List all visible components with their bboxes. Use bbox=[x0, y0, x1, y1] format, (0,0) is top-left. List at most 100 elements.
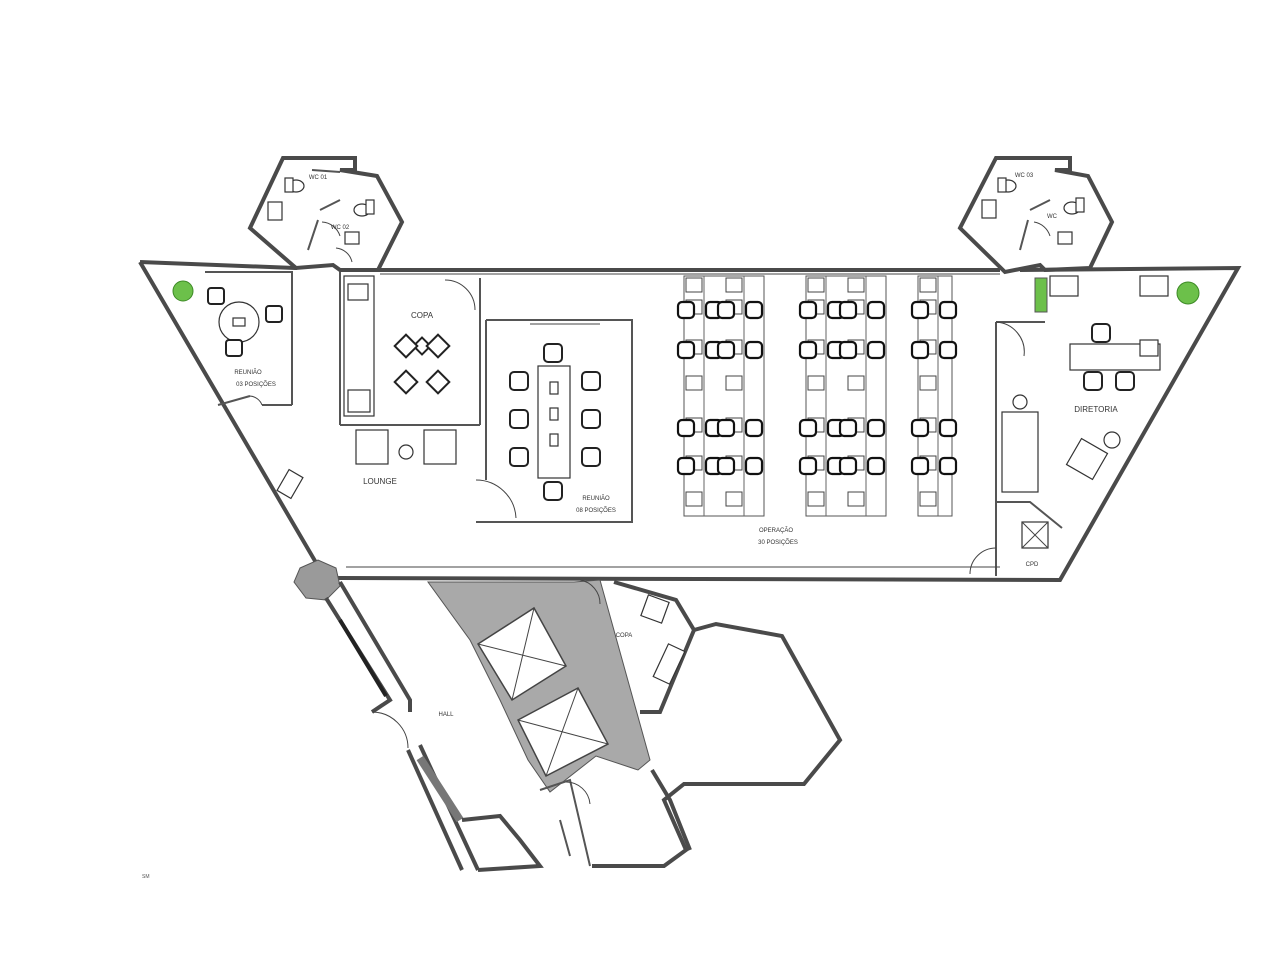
sink-icon bbox=[981, 199, 997, 219]
chair-icon bbox=[393, 369, 419, 395]
sink-icon bbox=[267, 201, 283, 221]
door-swing-icon bbox=[444, 279, 476, 311]
cpd-room: CPD bbox=[969, 501, 1063, 575]
laptop-icon bbox=[232, 317, 246, 327]
chair-icon bbox=[676, 340, 696, 360]
armchair-icon bbox=[355, 429, 389, 465]
desk-icon bbox=[725, 277, 743, 293]
cabinet-icon bbox=[1139, 275, 1169, 297]
chair-icon bbox=[744, 340, 764, 360]
door-swing-icon bbox=[969, 547, 997, 575]
chair-icon bbox=[938, 300, 958, 320]
table-outlet-icon bbox=[549, 433, 559, 447]
workstations-area bbox=[676, 275, 958, 517]
chair-icon bbox=[866, 340, 886, 360]
toilet-tank-icon bbox=[284, 177, 294, 193]
door-swing-icon bbox=[335, 247, 353, 263]
wc-block-right: WC 03 WC bbox=[957, 156, 1115, 275]
corner-mark: SM bbox=[142, 874, 150, 880]
room-sub-operacao: 30 POSIÇÕES bbox=[758, 539, 798, 546]
chair-icon bbox=[744, 456, 764, 476]
chair-icon bbox=[207, 287, 225, 305]
chair-icon bbox=[866, 456, 886, 476]
outer-walls bbox=[138, 260, 1242, 601]
elevator-shaft-1 bbox=[476, 606, 567, 702]
chair-icon bbox=[543, 481, 563, 501]
armchair-icon bbox=[423, 429, 457, 465]
sink-icon bbox=[347, 283, 369, 301]
door-swing-icon bbox=[475, 479, 517, 519]
cabinet-icon bbox=[1049, 275, 1079, 297]
room-label-wc01: WC 01 bbox=[309, 175, 328, 181]
side-table-icon bbox=[398, 444, 414, 460]
desk-icon bbox=[847, 277, 865, 293]
chair-icon bbox=[838, 340, 858, 360]
sink-icon bbox=[1057, 231, 1073, 245]
door-swing-icon bbox=[579, 579, 601, 605]
chair-icon bbox=[676, 456, 696, 476]
chair-icon bbox=[910, 300, 930, 320]
monitor-icon bbox=[1139, 339, 1159, 357]
cabinet-icon bbox=[276, 468, 304, 500]
chair-icon bbox=[225, 339, 243, 357]
door-swing-icon bbox=[371, 711, 409, 749]
room-label-copa-2: COPA bbox=[616, 633, 633, 639]
director-room: DIRETORIA bbox=[995, 275, 1200, 576]
building-core: HALL COPA bbox=[324, 579, 843, 872]
chair-icon bbox=[744, 300, 764, 320]
chair-icon bbox=[866, 418, 886, 438]
desk-icon bbox=[725, 375, 743, 391]
fridge-icon bbox=[347, 389, 371, 413]
wc-block-left: WC 01 WC 02 bbox=[247, 156, 405, 272]
chair-icon bbox=[1115, 371, 1135, 391]
desk-cluster bbox=[917, 275, 953, 517]
desk-icon bbox=[919, 375, 937, 391]
room-label-reuniao-1: REUNIÃO bbox=[234, 369, 262, 376]
elevator-shaft-2 bbox=[517, 686, 610, 778]
chair-icon bbox=[938, 340, 958, 360]
chair-icon bbox=[676, 300, 696, 320]
chair-icon bbox=[838, 456, 858, 476]
armchair-icon bbox=[1065, 437, 1109, 481]
chair-icon bbox=[716, 340, 736, 360]
room-label-wc04: WC bbox=[1047, 214, 1058, 220]
chair-icon bbox=[265, 305, 283, 323]
desk-icon bbox=[807, 375, 825, 391]
desk-icon bbox=[919, 491, 937, 507]
sofa-icon bbox=[1001, 411, 1039, 493]
chair-icon bbox=[509, 409, 529, 429]
chair-icon bbox=[425, 333, 451, 359]
table-icon bbox=[412, 336, 432, 356]
table-outlet-icon bbox=[549, 381, 559, 395]
wall-panel bbox=[338, 618, 388, 698]
chair-icon bbox=[910, 340, 930, 360]
chair-icon bbox=[798, 456, 818, 476]
room-label-wc02: WC 02 bbox=[331, 225, 350, 231]
door-swing-icon bbox=[565, 781, 591, 805]
structural-column bbox=[293, 559, 341, 601]
desk-icon bbox=[685, 277, 703, 293]
door-swing-icon bbox=[1033, 221, 1051, 237]
side-table-icon bbox=[1012, 394, 1028, 410]
door-swing-icon bbox=[321, 221, 341, 237]
room-sub-reuniao-2: 08 POSIÇÕES bbox=[576, 507, 616, 514]
room-label-copa-1: COPA bbox=[411, 311, 434, 320]
chair-icon bbox=[838, 300, 858, 320]
desk-icon bbox=[725, 491, 743, 507]
chair-icon bbox=[676, 418, 696, 438]
chair-icon bbox=[798, 418, 818, 438]
room-label-lounge: LOUNGE bbox=[363, 477, 397, 486]
chair-icon bbox=[838, 418, 858, 438]
room-label-operacao: OPERAÇÃO bbox=[759, 527, 793, 534]
meeting-room-large: REUNIÃO 08 POSIÇÕES bbox=[475, 319, 633, 523]
chair-icon bbox=[744, 418, 764, 438]
table-outlet-icon bbox=[549, 407, 559, 421]
chair-icon bbox=[910, 456, 930, 476]
plant-icon bbox=[1176, 281, 1200, 305]
chair-icon bbox=[798, 340, 818, 360]
chair-icon bbox=[716, 456, 736, 476]
room-label-cpd: CPD bbox=[1026, 562, 1039, 568]
chair-icon bbox=[509, 447, 529, 467]
chair-icon bbox=[910, 418, 930, 438]
